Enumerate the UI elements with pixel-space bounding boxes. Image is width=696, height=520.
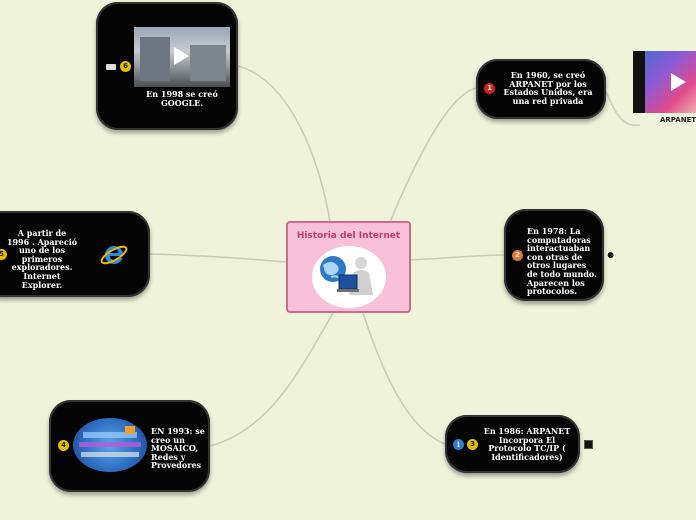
video-icon [106,64,116,70]
topic-tcpip[interactable]: i 3 En 1986: ARPANET Incorpora El Protoc… [445,415,580,473]
badge-4: 4 [58,440,69,451]
badge-1: 1 [484,83,495,94]
arpanet-caption: ARPANET [660,116,696,124]
topic-mosaico-text: EN 1993: se creo un MOSAICO, Redes y Pro… [151,426,205,471]
mosaico-image [73,418,147,472]
google-video-thumbnail[interactable] [134,27,230,87]
topic-protocols[interactable]: 2 En 1978: La computadoras interactuaban… [504,209,604,301]
badge-6: 6 [120,61,131,72]
play-icon[interactable] [671,73,686,91]
topic-arpanet-text: En 1960, se creó ARPANET por los Estados… [503,70,593,106]
topic-tcpip-text: En 1986: ARPANET Incorpora El Protocolo … [483,426,571,462]
central-topic[interactable]: Historia del Internet [286,221,411,313]
info-icon[interactable]: i [453,439,464,450]
topic-internet-explorer[interactable]: 5 A partir de 1996 . Apareció uno de los… [0,211,150,297]
topic-protocols-text: En 1978: La computadoras interactuaban c… [527,226,597,297]
topic-ie-text: A partir de 1996 . Apareció uno de los p… [6,228,78,290]
badge-5: 5 [0,249,7,260]
globe-user-icon [312,246,386,308]
badge-3: 3 [467,439,478,450]
topic-mosaico[interactable]: 4 EN 1993: se creo un MOSAICO, Redes y P… [49,400,210,492]
play-icon[interactable] [174,47,189,65]
badge-2: 2 [512,250,523,261]
internet-explorer-icon [100,245,128,265]
topic-google-text: En 1998 se creó GOOGLE. [146,89,218,108]
topic-arpanet[interactable]: 1 En 1960, se creó ARPANET por los Estad… [476,59,606,119]
arpanet-video-thumbnail[interactable] [633,51,696,113]
central-title: Historia del Internet [296,231,401,241]
topic-google[interactable]: 6 En 1998 se creó GOOGLE. [96,2,238,130]
link-icon[interactable]: ⚈ [607,251,615,260]
notes-icon[interactable] [584,440,593,449]
